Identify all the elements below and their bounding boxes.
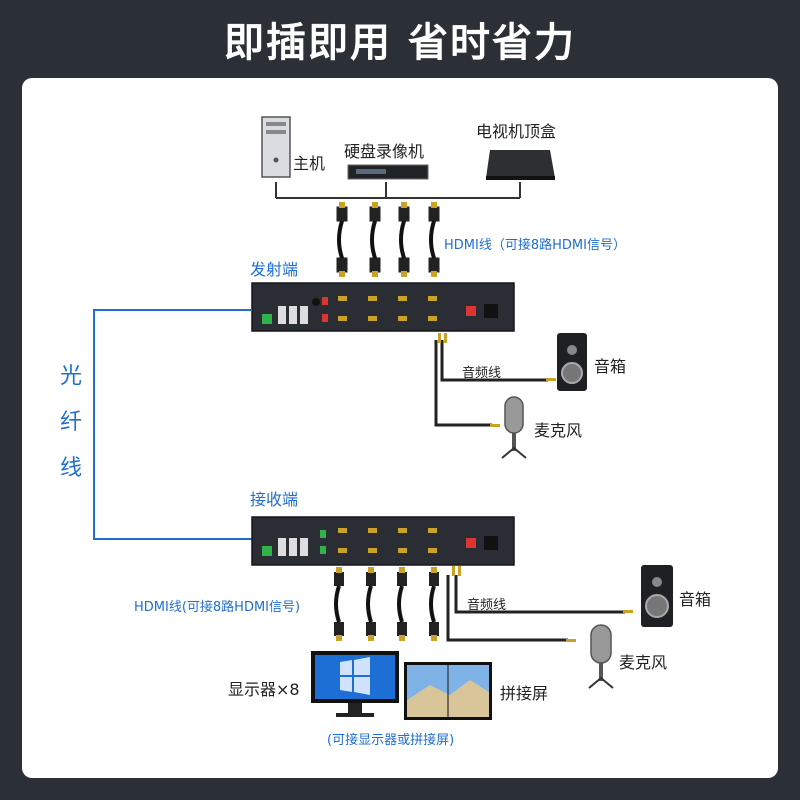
hdmi-note-top: HDMI线（可接8路HDMI信号） [444,238,626,253]
monitor-icon [311,651,399,717]
receiver-label: 接收端 [250,490,299,509]
speaker-icon-top [557,333,587,391]
microphone-icon-top [501,396,527,459]
video-wall-label: 拼接屏 [500,684,549,703]
transmitter-label: 发射端 [250,260,299,279]
pc-tower-icon [261,116,291,178]
speaker-label-bottom: 音箱 [679,590,712,609]
source-bus [275,182,521,199]
hdmi-note-bottom: HDMI线(可接8路HDMI信号) [134,600,301,615]
receiver-ports [338,528,437,553]
nvr-icon [347,164,429,180]
display-note: (可接显示器或拼接屏) [327,733,455,748]
nvr-label: 硬盘录像机 [344,142,425,161]
video-wall-icon [404,662,492,720]
audio-cable-label-bottom: 音频线 [467,598,507,613]
fiber-label-2: 纤 [60,410,83,435]
fiber-label-1: 光 [60,364,83,389]
audio-cable-label-top: 音频线 [462,366,502,381]
transmitter-unit [251,282,515,332]
speaker-label-top: 音箱 [594,357,627,376]
monitor-label: 显示器×8 [228,680,300,699]
host-label: 主机 [293,154,326,173]
fiber-label-3: 线 [60,456,83,481]
headline: 即插即用 省时省力 [224,20,576,66]
diagram-card [22,78,778,778]
microphone-icon-bottom [588,624,614,689]
speaker-icon-bottom [641,565,673,627]
mic-label-bottom: 麦克风 [619,653,668,672]
tv-box-icon [486,150,555,180]
mic-label-top: 麦克风 [534,421,583,440]
receiver-unit [251,516,515,566]
tv-box-label: 电视机顶盒 [476,122,557,141]
fiber-bracket [93,309,252,540]
audio-cable-top [434,340,548,427]
audio-cable-bottom [446,575,625,642]
hdmi-cables-bottom [334,567,439,641]
transmitter-ports [338,296,437,321]
hdmi-cables-top [336,202,440,277]
